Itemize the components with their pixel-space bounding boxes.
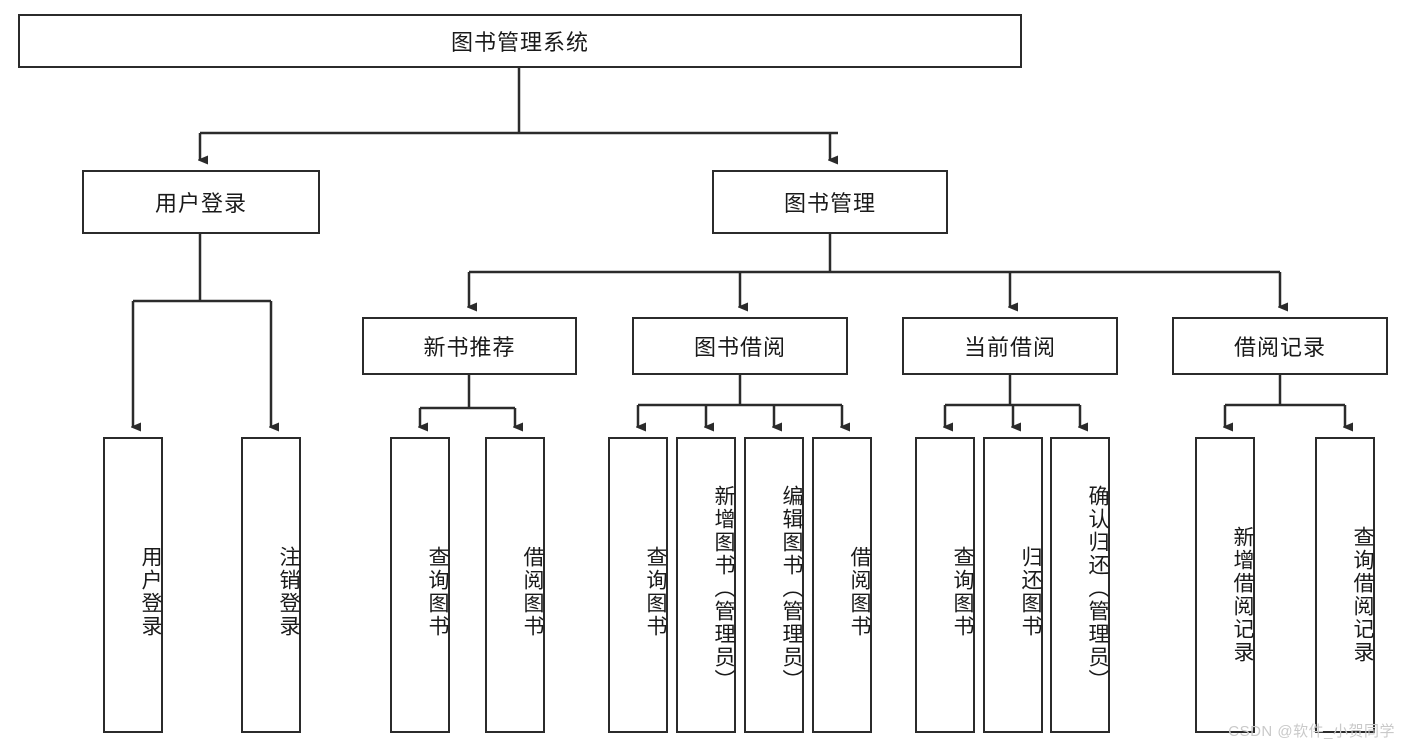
node-leaf-query-record-label: 查询借阅记录 [1351, 526, 1374, 664]
node-root-label: 图书管理系统 [450, 30, 589, 55]
node-leaf-return-book-label: 归还图书 [1019, 546, 1042, 638]
node-root[interactable]: 图书管理系统 [18, 14, 1022, 68]
node-leaf-user-logout-label: 注销登录 [277, 546, 300, 638]
node-leaf-add-book[interactable]: 新增图书（管理员） [676, 437, 736, 733]
node-borrow-record-label: 借阅记录 [1233, 335, 1326, 360]
node-user-login-label: 用户登录 [154, 191, 247, 216]
node-leaf-borrow-book-2[interactable]: 借阅图书 [812, 437, 872, 733]
watermark: CSDN @软件_小贺同学 [1228, 723, 1395, 740]
node-leaf-query-book-3-label: 查询图书 [951, 546, 974, 638]
node-leaf-edit-book-label: 编辑图书（管理员） [780, 484, 803, 692]
node-leaf-query-book-3[interactable]: 查询图书 [915, 437, 975, 733]
node-borrow-record[interactable]: 借阅记录 [1172, 317, 1388, 375]
node-leaf-add-record-label: 新增借阅记录 [1231, 526, 1254, 664]
node-leaf-query-book-2-label: 查询图书 [644, 546, 667, 638]
node-new-book-recommend-label: 新书推荐 [423, 335, 516, 360]
node-leaf-borrow-book-1[interactable]: 借阅图书 [485, 437, 545, 733]
node-leaf-add-book-label: 新增图书（管理员） [712, 484, 735, 692]
node-new-book-recommend[interactable]: 新书推荐 [362, 317, 577, 375]
node-book-manage[interactable]: 图书管理 [712, 170, 948, 234]
node-leaf-user-login-label: 用户登录 [139, 546, 162, 638]
node-book-borrow-label: 图书借阅 [693, 335, 786, 360]
node-book-borrow[interactable]: 图书借阅 [632, 317, 848, 375]
node-leaf-confirm-return-label: 确认归还（管理员） [1086, 484, 1109, 692]
node-leaf-query-book-2[interactable]: 查询图书 [608, 437, 668, 733]
node-leaf-user-login[interactable]: 用户登录 [103, 437, 163, 733]
node-current-borrow-label: 当前借阅 [963, 335, 1056, 360]
node-leaf-borrow-book-1-label: 借阅图书 [521, 546, 544, 638]
node-leaf-user-logout[interactable]: 注销登录 [241, 437, 301, 733]
node-leaf-query-book-1-label: 查询图书 [426, 546, 449, 638]
node-user-login[interactable]: 用户登录 [82, 170, 320, 234]
node-book-manage-label: 图书管理 [783, 191, 876, 216]
node-leaf-query-record[interactable]: 查询借阅记录 [1315, 437, 1375, 733]
node-leaf-query-book-1[interactable]: 查询图书 [390, 437, 450, 733]
node-leaf-edit-book[interactable]: 编辑图书（管理员） [744, 437, 804, 733]
node-leaf-add-record[interactable]: 新增借阅记录 [1195, 437, 1255, 733]
node-leaf-return-book[interactable]: 归还图书 [983, 437, 1043, 733]
node-leaf-borrow-book-2-label: 借阅图书 [848, 546, 871, 638]
node-leaf-confirm-return[interactable]: 确认归还（管理员） [1050, 437, 1110, 733]
node-current-borrow[interactable]: 当前借阅 [902, 317, 1118, 375]
